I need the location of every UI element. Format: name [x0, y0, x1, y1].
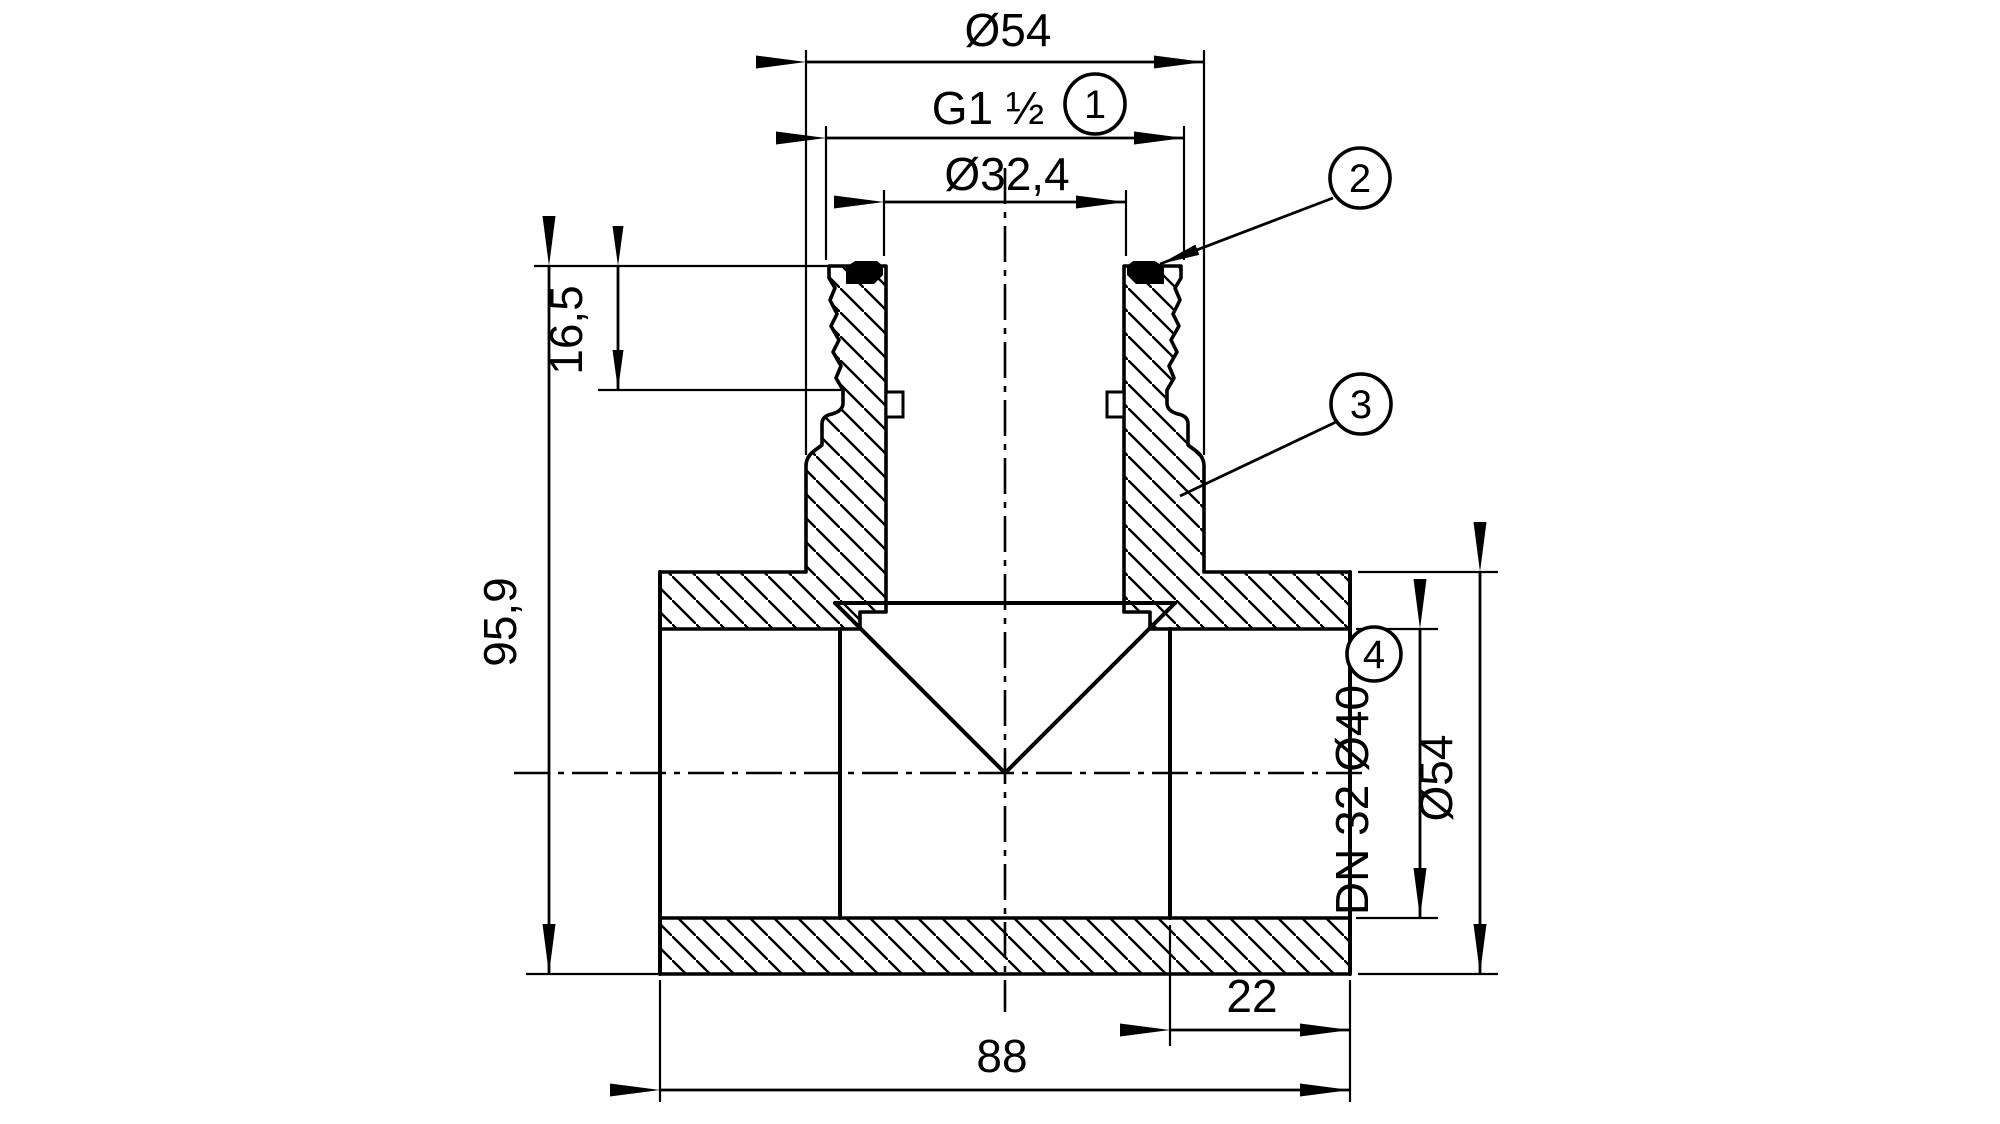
dim-label-dn40: DN 32 Ø40 — [1326, 685, 1378, 915]
left-pipe-stop-notch — [884, 390, 905, 419]
dim-label-thread: G1 ½ — [932, 82, 1045, 134]
dim-label-88: 88 — [976, 1030, 1027, 1082]
left-seal-ring — [846, 261, 883, 284]
section-right-nozzle-wall — [1122, 264, 1352, 631]
callout-number-2: 2 — [1349, 157, 1371, 201]
callout-circle-2 — [1328, 146, 1392, 210]
right-seal-ring — [1127, 261, 1164, 284]
right-pipe-stop-notch — [1105, 390, 1126, 419]
dim-label-16-5: 16,5 — [540, 285, 592, 375]
callout-circle-4 — [1345, 625, 1403, 683]
dim-label-phi324: Ø32,4 — [944, 148, 1069, 200]
callout-number-4: 4 — [1363, 633, 1385, 677]
leader-line-3 — [1179, 420, 1337, 498]
dim-label-phi54-top: Ø54 — [965, 4, 1052, 56]
callout-circle-1 — [1063, 72, 1127, 136]
leader-line-2 — [1159, 196, 1334, 266]
callout-circle-3 — [1329, 372, 1393, 436]
dim-label-22: 22 — [1226, 970, 1277, 1022]
dim-label-phi54-right: Ø54 — [1410, 735, 1462, 822]
inner-cone — [833, 601, 1177, 775]
callout-number-1: 1 — [1084, 83, 1106, 127]
section-bottom-wall — [658, 916, 1352, 976]
section-left-nozzle-wall — [658, 264, 888, 631]
dim-label-95-9: 95,9 — [474, 577, 526, 667]
callout-number-3: 3 — [1350, 383, 1372, 427]
